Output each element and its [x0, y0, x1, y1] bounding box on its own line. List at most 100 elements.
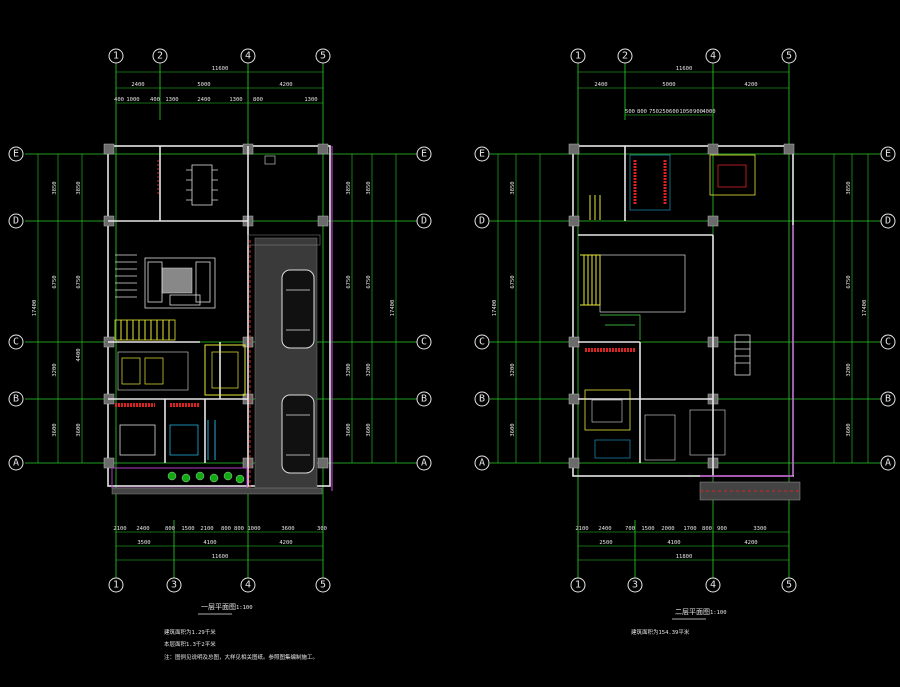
plan1-bottom-dimensions: 2100 2400 800 1500 2100 800 800 1000 360…	[113, 526, 327, 561]
plan2-top-dim: 2400	[594, 82, 607, 88]
plan2-side-total-right: 17400	[862, 300, 868, 317]
plan1-note-1: 建筑面积为1.29千米	[164, 628, 216, 636]
plan1-row-label: E	[13, 149, 19, 160]
plan1-row-label: C	[13, 337, 19, 348]
plan1-room-details	[115, 344, 246, 460]
plan1-grid-lines	[25, 62, 420, 578]
plan2-side-dim-right: 3600	[846, 423, 852, 436]
plan1-col-bubbles-bottom: 1 3 4 5	[108, 577, 331, 593]
plan2-side-dim-right: 3850	[846, 181, 852, 194]
plan2-scale: 1:100	[710, 610, 727, 616]
plan2-title: 二层平面图	[675, 608, 710, 616]
plan2-col-label: 4	[710, 580, 716, 591]
plan2-side-dim-right: 3200	[846, 363, 852, 376]
plan1-bottom-dim: 4100	[203, 540, 216, 546]
plan2-side-dim-left: 3600	[510, 423, 516, 436]
plan2-details	[580, 154, 801, 501]
plan1-side-dim-right: 3200	[366, 363, 372, 376]
plan1-bottom-dim: 800	[165, 526, 175, 532]
plan2-row-label: B	[479, 394, 485, 405]
plan1-side-dim-left: 3850	[76, 181, 82, 194]
plan1-row-label: B	[421, 394, 427, 405]
second-floor-plan: 11600 2400 5000 4200 500 800 750 250 600…	[474, 48, 896, 636]
plan1-bottom-dim: 2100	[113, 526, 126, 532]
plan2-col-label: 2	[622, 51, 628, 62]
plan2-row-label: A	[885, 458, 891, 469]
plan2-top-dimensions: 11600 2400 5000 4200 500 800 750 250 600…	[578, 66, 789, 116]
plan2-top-total-dim: 11600	[676, 66, 693, 72]
plan1-caption: 一层平面图 1:100 建筑面积为1.29千米 本层面积1.3千2平米 注：图例…	[164, 603, 318, 661]
plan2-bottom-dim: 2100	[575, 526, 588, 532]
plan2-bottom-dim: 1700	[683, 526, 696, 532]
plan1-side-dim-right: 6750	[366, 275, 372, 288]
plan1-row-label: B	[13, 394, 19, 405]
plan1-row-label: A	[13, 458, 19, 469]
plan1-top-dimensions: 11600 2400 5000 4200 400 1000 400 1300 2…	[114, 66, 323, 104]
plan2-bottom-dim: 2500	[599, 540, 612, 546]
plan1-top-sub-dim: 1000	[126, 97, 139, 103]
plan1-top-sub-dim: 2400	[197, 97, 210, 103]
plan2-col-label: 1	[575, 580, 581, 591]
plan1-bottom-dim: 4200	[279, 540, 292, 546]
plan2-col-label: 3	[632, 580, 638, 591]
plan2-row-label: B	[885, 394, 891, 405]
plan1-note-2: 本层面积1.3千2平米	[164, 640, 216, 648]
plan1-top-sub-dim: 800	[253, 97, 263, 103]
plan1-row-label: D	[421, 216, 427, 227]
plan2-side-dimensions: 17400 3850 6750 3200 3600 3850 6750 3200…	[492, 154, 869, 463]
plan2-col-label: 5	[786, 51, 792, 62]
plan2-row-label: E	[885, 149, 891, 160]
plan1-bottom-dim: 1000	[247, 526, 260, 532]
plan1-stairs	[114, 254, 176, 341]
plan1-top-total-dim: 11600	[212, 66, 229, 72]
plan2-row-bubbles: E D C B A E D C B A	[474, 146, 896, 471]
plan1-note-3: 注：图例见说明及总图，大样见相关图纸。参照图集编制施工。	[164, 653, 318, 661]
plan1-bottom-dim: 3600	[281, 526, 294, 532]
plan2-row-label: D	[479, 216, 485, 227]
plan1-top-sub-dim: 1300	[165, 97, 178, 103]
plan1-row-bubbles: E D C B A E D C B A	[8, 146, 432, 471]
plan2-bottom-dim: 4100	[667, 540, 680, 546]
plan2-caption: 二层平面图 1:100 建筑面积为154.39平米	[631, 608, 727, 636]
plan1-side-dim-left: 3600	[52, 423, 58, 436]
plan2-top-sub-dim: 250	[659, 109, 669, 115]
plan2-top-sub-dim: 750	[649, 109, 659, 115]
plan1-side-dim-right: 3600	[366, 423, 372, 436]
plan2-side-dim-left: 3850	[510, 181, 516, 194]
plan1-side-total-left: 17400	[32, 300, 38, 317]
plan1-side-dim-right: 3850	[346, 181, 352, 194]
plan2-top-sub-dim: 800	[637, 109, 647, 115]
plan2-col-label: 1	[575, 51, 581, 62]
plan2-bottom-total-dim: 11800	[676, 554, 693, 560]
plan2-top-dim: 4200	[744, 82, 757, 88]
plan2-row-label: A	[479, 458, 485, 469]
plan2-bottom-dimensions: 2100 2400 700 1500 2000 1700 800 900 330…	[575, 526, 789, 561]
plan2-side-dim-left: 3200	[510, 363, 516, 376]
plan1-bottom-dim: 300	[317, 526, 327, 532]
first-floor-plan: 11600 2400 5000 4200 400 1000 400 1300 2…	[8, 48, 432, 661]
plan2-bottom-dim: 800	[702, 526, 712, 532]
plan2-side-dim-left: 6750	[510, 275, 516, 288]
plan1-living-furniture	[144, 257, 216, 309]
plan1-row-label: D	[13, 216, 19, 227]
plan2-top-dim: 5000	[662, 82, 675, 88]
plan1-side-dim-left: 6750	[52, 275, 58, 288]
plan1-bottom-dim: 3500	[137, 540, 150, 546]
plan1-bottom-dim: 800	[221, 526, 231, 532]
plan1-top-sub-dim: 1300	[304, 97, 317, 103]
plan2-col-label: 5	[786, 580, 792, 591]
plan2-bottom-dim: 2000	[661, 526, 674, 532]
plan2-grid-lines	[490, 62, 882, 578]
plan2-top-sub-dim: 900	[693, 109, 703, 115]
plan1-side-dim-left: 4400	[76, 348, 82, 361]
plan1-top-dim-1: 2400	[131, 82, 144, 88]
plan1-side-dim-right: 3850	[366, 181, 372, 194]
plan1-side-dim-right: 3200	[346, 363, 352, 376]
plan1-side-dim-left: 3850	[52, 181, 58, 194]
plan1-col-label: 1	[113, 51, 119, 62]
plan1-col-label: 3	[171, 580, 177, 591]
plan1-walls	[103, 143, 331, 487]
plan1-dining	[157, 155, 276, 206]
plan2-row-label: D	[885, 216, 891, 227]
